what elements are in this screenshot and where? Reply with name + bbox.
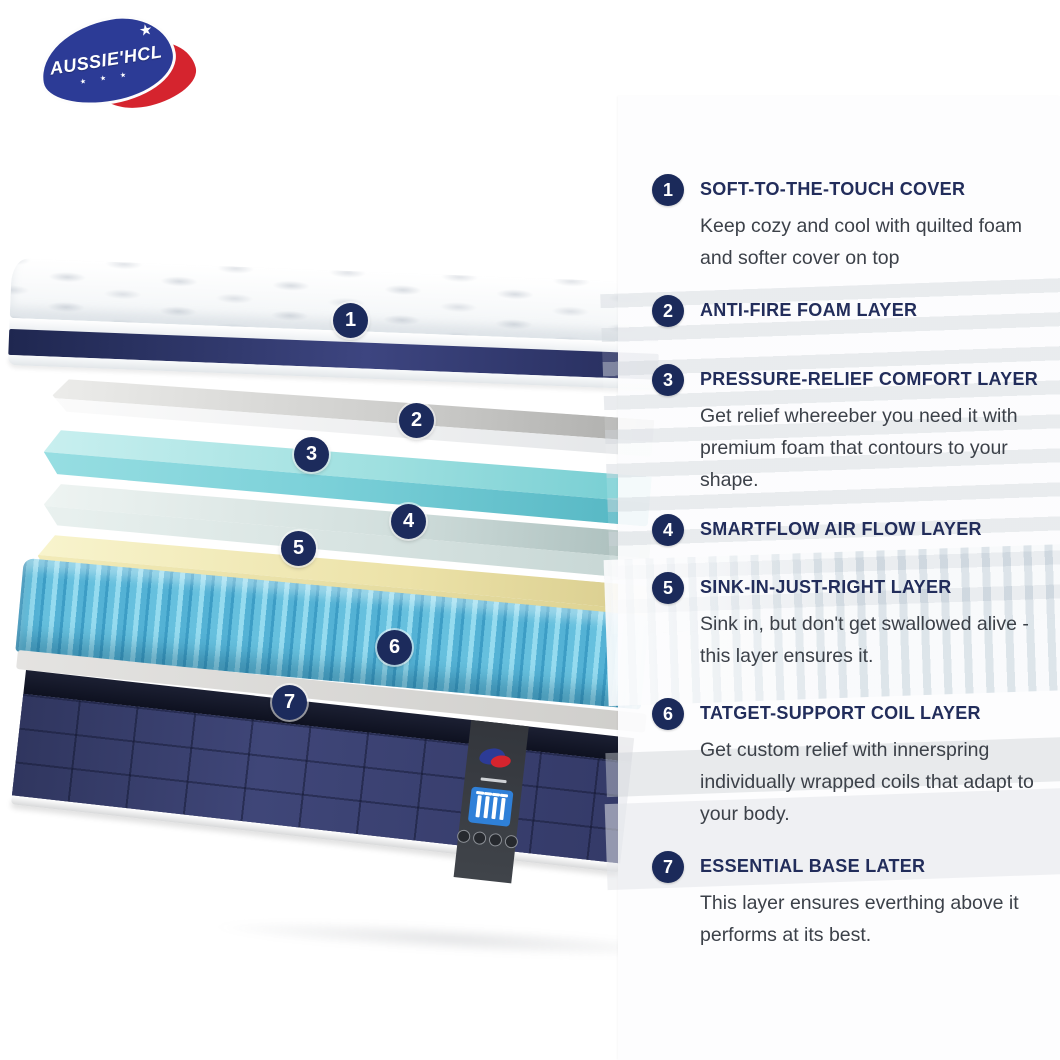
- legend-badge-1: 1: [652, 174, 684, 206]
- label-feature-icons: [456, 829, 519, 849]
- legend-badge-2: 2: [652, 295, 684, 327]
- legend-desc-5: Sink in, but don't get swallowed alive -…: [700, 613, 1029, 667]
- legend-desc-7: This layer ensures everthing above it pe…: [700, 892, 1019, 946]
- label-text-line: [480, 777, 507, 784]
- diagram-badge-6: 6: [377, 630, 412, 665]
- legend-title-7: ESSENTIAL BASE LATER: [700, 856, 926, 876]
- legend-desc-3: Get relief whereeber you need it with pr…: [700, 405, 1018, 491]
- legend-badge-3: 3: [652, 364, 684, 396]
- diagram-badge-3: 3: [294, 437, 329, 472]
- legend-title-1: SOFT-TO-THE-TOUCH COVER: [700, 179, 966, 199]
- diagram-badge-7: 7: [272, 685, 307, 720]
- right-frosted-panel: [600, 96, 1060, 1060]
- legend-title-4: SMARTFLOW AIR FLOW LAYER: [700, 519, 982, 539]
- star-icon: ★: [137, 20, 154, 41]
- legend-desc-6: Get custom relief with innerspring indiv…: [700, 739, 1034, 825]
- legend-item-5: 5 SINK-IN-JUST-RIGHT LAYER Sink in, but …: [652, 572, 1046, 672]
- diagram-badge-1: 1: [333, 303, 368, 338]
- legend-badge-7: 7: [652, 851, 684, 883]
- legend-item-6: 6 TATGET-SUPPORT COIL LAYER Get custom r…: [652, 698, 1046, 830]
- label-coil-screen-icon: [467, 786, 514, 827]
- legend-title-2: ANTI-FIRE FOAM LAYER: [700, 300, 918, 320]
- legend-desc-1: Keep cozy and cool with quilted foam and…: [700, 215, 1022, 269]
- legend-title-5: SINK-IN-JUST-RIGHT LAYER: [700, 577, 952, 597]
- legend-badge-6: 6: [652, 698, 684, 730]
- legend-title-6: TATGET-SUPPORT COIL LAYER: [700, 703, 981, 723]
- legend-item-2: 2 ANTI-FIRE FOAM LAYER: [652, 295, 1046, 327]
- diagram-badge-2: 2: [399, 403, 434, 438]
- legend-badge-5: 5: [652, 572, 684, 604]
- diagram-badge-5: 5: [281, 531, 316, 566]
- legend-item-3: 3 PRESSURE-RELIEF COMFORT LAYER Get reli…: [652, 364, 1046, 496]
- label-logo-icon: [478, 747, 514, 773]
- legend-title-3: PRESSURE-RELIEF COMFORT LAYER: [700, 369, 1039, 389]
- legend-item-4: 4 SMARTFLOW AIR FLOW LAYER: [652, 514, 1046, 546]
- diagram-badge-4: 4: [391, 504, 426, 539]
- brand-logo: ★ AUSSIE'HCL ★ ★ ★: [31, 6, 202, 118]
- legend-badge-4: 4: [652, 514, 684, 546]
- legend-item-7: 7 ESSENTIAL BASE LATER This layer ensure…: [652, 851, 1046, 951]
- legend-item-1: 1 SOFT-TO-THE-TOUCH COVER Keep cozy and …: [652, 174, 1046, 274]
